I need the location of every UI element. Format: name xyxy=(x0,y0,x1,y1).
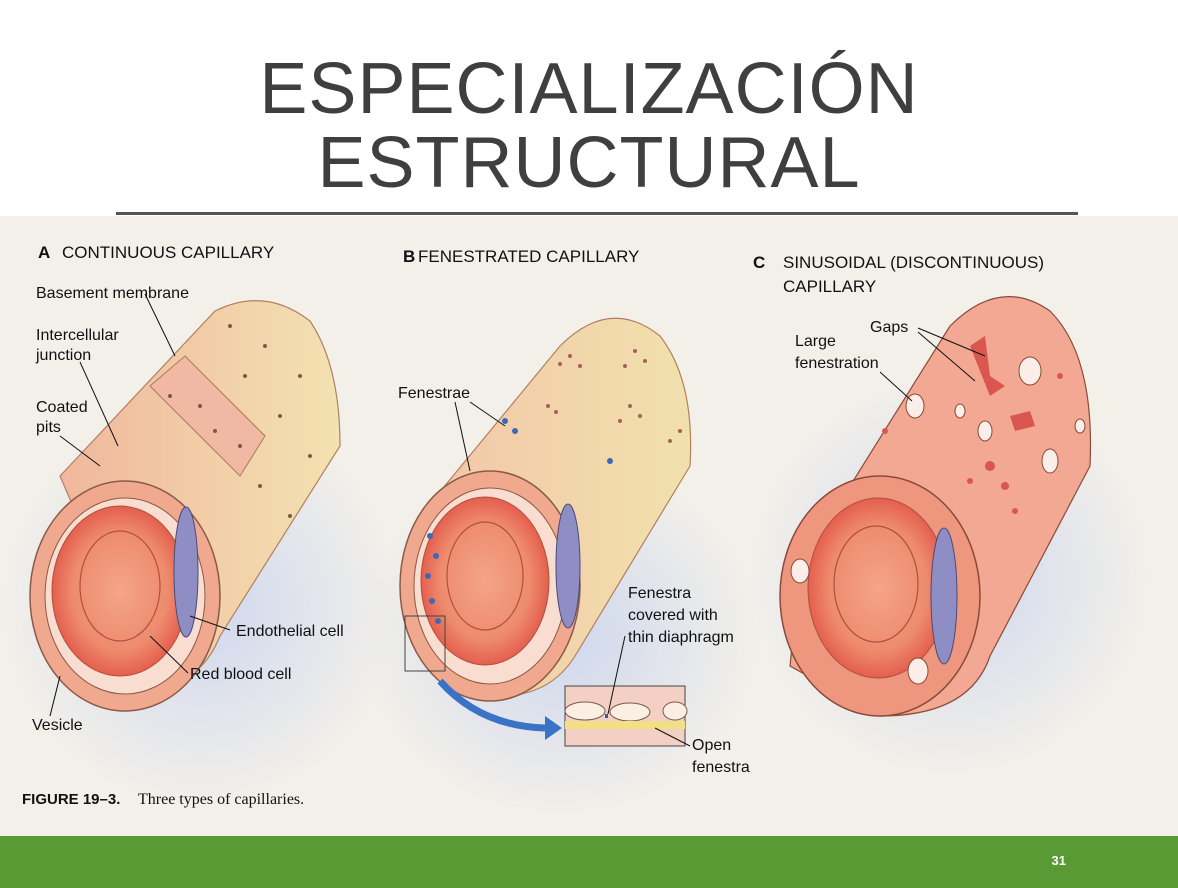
panel-b-fenestrated xyxy=(399,317,692,747)
slide-title: ESPECIALIZACIÓN ESTRUCTURAL xyxy=(0,52,1178,200)
panel-a-title: CONTINUOUS CAPILLARY xyxy=(62,243,274,262)
page-number: 31 xyxy=(1051,853,1066,868)
label-fenestrae: Fenestrae xyxy=(398,385,470,402)
panel-c-sinusoidal xyxy=(779,295,1092,717)
label-endothelial-cell: Endothelial cell xyxy=(236,623,344,640)
panel-b-title: FENESTRATED CAPILLARY xyxy=(418,247,639,266)
title-line-2: ESTRUCTURAL xyxy=(317,123,861,203)
label-large-2: fenestration xyxy=(795,355,879,372)
label-large-1: Large xyxy=(795,333,836,350)
label-fenestra-3: thin diaphragm xyxy=(628,629,734,646)
label-basement-membrane: Basement membrane xyxy=(36,285,189,302)
caption-number: FIGURE 19–3. xyxy=(22,791,120,808)
capillary-illustration: A CONTINUOUS CAPILLARY Basement membrane… xyxy=(0,243,1150,816)
label-gaps: Gaps xyxy=(870,319,908,336)
caption-figure-number: FIGURE 19–3. xyxy=(22,791,120,808)
title-underline xyxy=(116,212,1078,215)
label-intercellular-2: junction xyxy=(35,347,91,364)
title-line-1: ESPECIALIZACIÓN xyxy=(259,49,919,129)
label-vesicle: Vesicle xyxy=(32,717,83,734)
label-open-2: fenestra xyxy=(692,759,750,776)
footer-bar: 31 xyxy=(0,836,1178,888)
panel-c-title-2: CAPILLARY xyxy=(783,277,876,296)
panel-b-letter: B xyxy=(403,247,415,266)
label-fenestra-1: Fenestra xyxy=(628,585,691,602)
label-coated-2: pits xyxy=(36,419,61,436)
label-open-1: Open xyxy=(692,737,731,754)
panel-c-letter: C xyxy=(753,253,765,272)
panel-c-title-1: SINUSOIDAL (DISCONTINUOUS) xyxy=(783,253,1044,272)
panel-a-continuous xyxy=(29,300,341,712)
label-red-blood-cell: Red blood cell xyxy=(190,666,291,683)
panel-a-letter: A xyxy=(38,243,50,262)
capillary-figure: A CONTINUOUS CAPILLARY Basement membrane… xyxy=(0,216,1178,836)
label-fenestra-2: covered with xyxy=(628,607,718,624)
caption-text: Three types of capillaries. xyxy=(138,791,304,808)
label-intercellular-1: Intercellular xyxy=(36,327,119,344)
label-coated-1: Coated xyxy=(36,399,88,416)
